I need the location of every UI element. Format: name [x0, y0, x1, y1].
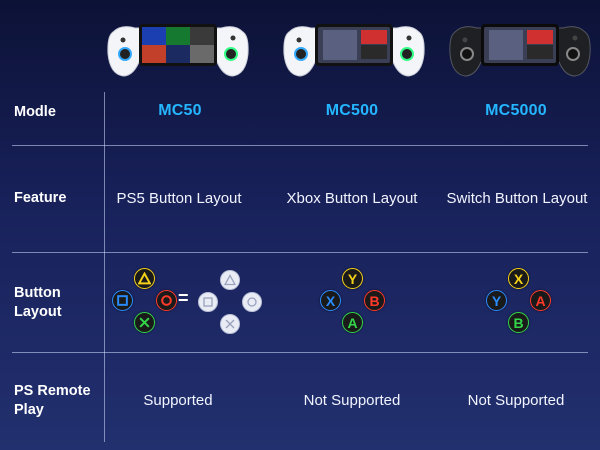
column-divider [104, 92, 105, 442]
model-name-mc50: MC50 [158, 102, 202, 119]
y-button-icon: Y [342, 268, 363, 289]
remote-play-mc5000: Not Supported [467, 392, 565, 409]
white-cross-button-icon [220, 314, 240, 334]
row-divider [12, 252, 588, 253]
a-button-icon: A [342, 312, 363, 333]
mc50-controller-image [103, 14, 253, 80]
controller-white-icon [107, 24, 249, 77]
xbox-button-cluster: Y X B A [318, 266, 388, 336]
white-square-button-icon [198, 292, 218, 312]
x-button-icon: X [320, 290, 341, 311]
a-button-icon: A [530, 290, 551, 311]
y-button-icon: Y [486, 290, 507, 311]
switch-button-cluster: X Y A B [484, 266, 554, 336]
cross-button-icon [134, 312, 155, 333]
ps-white-button-cluster [196, 266, 266, 336]
row-divider [12, 352, 588, 353]
feature-mc50: PS5 Button Layout [116, 190, 242, 207]
mc500-controller-image [279, 14, 429, 80]
square-button-icon [112, 290, 133, 311]
ps-colored-button-cluster [110, 266, 180, 336]
b-button-icon: B [364, 290, 385, 311]
row-label-button-layout: Button Layout [14, 285, 62, 320]
equals-sign: = [178, 288, 189, 308]
remote-play-mc500: Not Supported [303, 392, 401, 409]
model-name-mc5000: MC5000 [485, 102, 547, 119]
model-name-mc500: MC500 [325, 102, 379, 119]
circle-button-icon [156, 290, 177, 311]
triangle-button-icon [134, 268, 155, 289]
feature-mc5000: Switch Button Layout [446, 190, 588, 207]
remote-play-mc50: Supported [143, 392, 213, 409]
row-divider [12, 145, 588, 146]
mc5000-controller-image [445, 14, 595, 80]
controller-black-icon [449, 24, 591, 77]
x-button-icon: X [508, 268, 529, 289]
row-label-feature: Feature [14, 190, 67, 206]
white-circle-button-icon [242, 292, 262, 312]
row-label-model: Modle [14, 104, 56, 120]
controller-white-icon [283, 24, 425, 77]
row-label-ps-remote-play: PS Remote Play [14, 383, 91, 418]
b-button-icon: B [508, 312, 529, 333]
feature-mc500: Xbox Button Layout [286, 190, 418, 207]
white-triangle-button-icon [220, 270, 240, 290]
